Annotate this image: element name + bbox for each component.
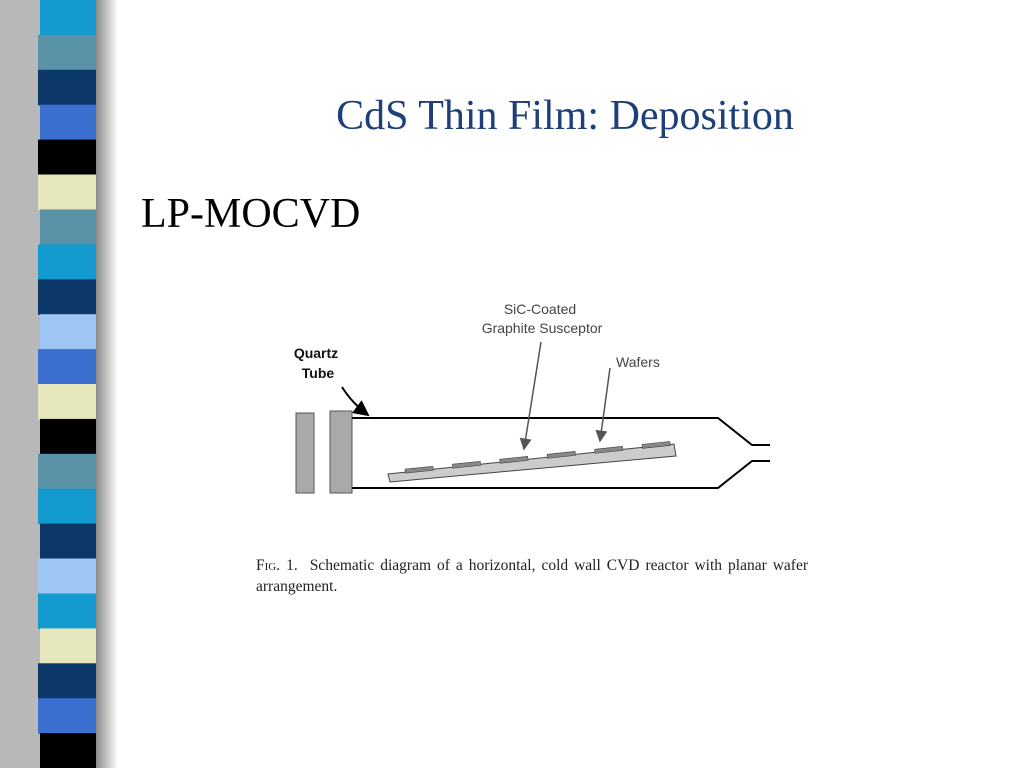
susceptor-label-line1: SiC-Coated [504, 301, 576, 317]
figure-caption-text: Schematic diagram of a horizontal, cold … [256, 557, 809, 595]
end-cap-right [329, 410, 353, 494]
stripe-band [38, 174, 96, 210]
slide-subtitle: LP-MOCVD [141, 191, 361, 237]
end-cap-left [295, 412, 315, 494]
stripe-band [38, 488, 96, 525]
wafer [404, 465, 434, 474]
stripe-band [38, 453, 96, 490]
wafer [499, 456, 529, 464]
cvd-reactor-diagram: Quartz Tube SiC-Coated Graphite Suscepto… [294, 301, 770, 494]
stripe-band [38, 558, 96, 594]
stripe-band [38, 34, 96, 71]
quartz-tube-arrow [341, 386, 370, 417]
stripe-band [40, 418, 96, 455]
stripe-band [38, 69, 96, 106]
wafer [594, 446, 624, 454]
wafers-label: Wafers [616, 354, 660, 370]
wafer [641, 441, 671, 449]
stripe-band [40, 209, 96, 245]
wafer [452, 460, 481, 469]
quartz-tube-label-line2: Tube [302, 365, 335, 381]
stripe-band [40, 0, 96, 36]
figure-caption: Fig. 1. Schematic diagram of a horizonta… [256, 555, 808, 597]
stripe-band [40, 733, 96, 768]
quartz-tube-label-line1: Quartz [294, 345, 338, 361]
susceptor-arrow [519, 341, 542, 451]
susceptor-label-line2: Graphite Susceptor [482, 320, 603, 336]
wafer [546, 451, 576, 459]
stripe-band [38, 698, 96, 734]
stripe-band [38, 593, 96, 629]
wafers-arrow [595, 367, 611, 443]
susceptor [387, 443, 677, 483]
stripe-band [40, 314, 96, 350]
figure-label: Fig. 1. [256, 557, 298, 574]
slide-title: CdS Thin Film: Deposition [336, 93, 794, 139]
stripe-band [38, 279, 96, 315]
stripe-band [38, 244, 96, 280]
stripe-band [40, 628, 96, 664]
decorative-stripe-bar [0, 0, 118, 768]
stripe-band [38, 663, 96, 699]
wafer-group [404, 441, 671, 474]
stripe-band [38, 349, 96, 385]
quartz-tube [352, 417, 770, 489]
stripe-band [40, 104, 96, 141]
stripe-band [40, 523, 96, 560]
stripe-band [38, 384, 96, 420]
stripe-band [38, 139, 96, 176]
